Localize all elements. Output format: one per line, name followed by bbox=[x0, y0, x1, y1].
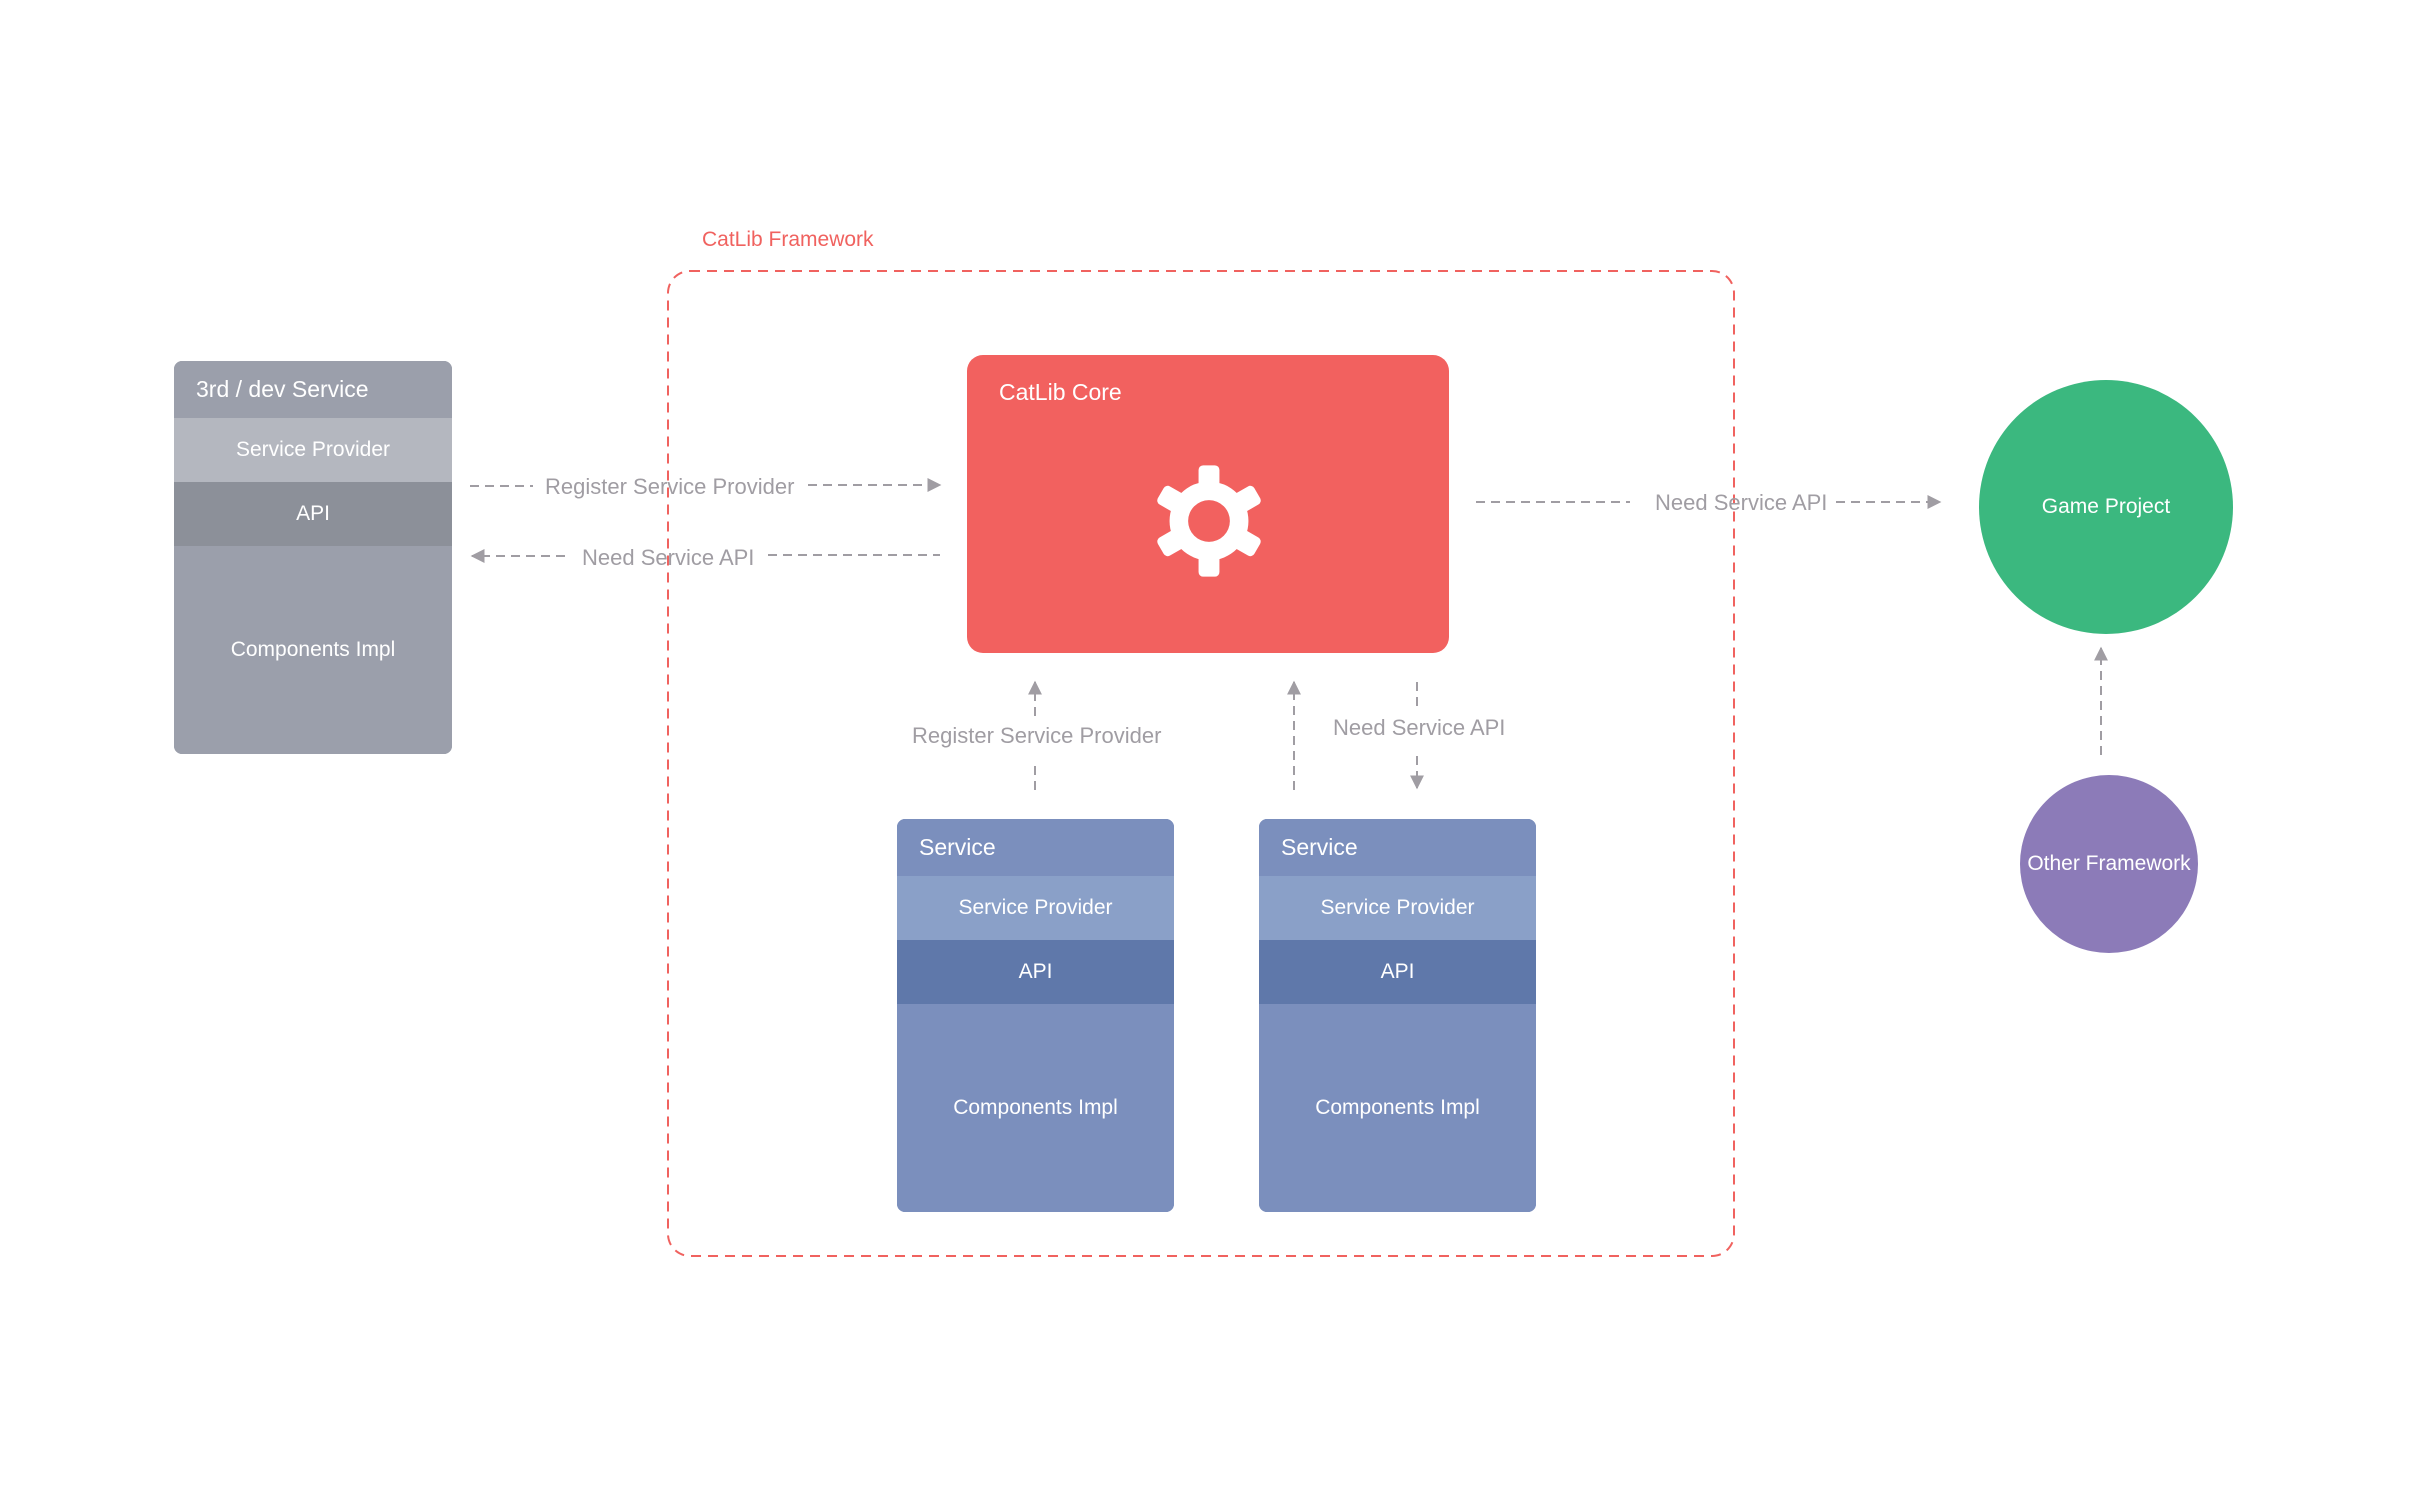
service-title: Service bbox=[1259, 819, 1536, 876]
framework-boundary bbox=[667, 270, 1735, 1257]
gear-icon bbox=[1157, 465, 1261, 577]
arrow-ext-register bbox=[470, 478, 942, 492]
arrow-label-ext-register: Register Service Provider bbox=[545, 474, 795, 499]
external-service-title: 3rd / dev Service bbox=[174, 361, 452, 418]
game-project-label: Game Project bbox=[2041, 495, 2171, 518]
external-service-provider: Service Provider bbox=[174, 418, 452, 482]
arrow-label-svc-register: Register Service Provider bbox=[912, 723, 1162, 748]
service-impl: Components Impl bbox=[897, 1004, 1174, 1212]
core-title: CatLib Core bbox=[999, 379, 1122, 405]
external-service: 3rd / dev Service Service Provider API C… bbox=[174, 361, 452, 754]
other-framework-label: Other Framework bbox=[2027, 852, 2191, 875]
service-stack: Service Service Provider API Components … bbox=[897, 819, 1174, 1212]
external-service-impl: Components Impl bbox=[174, 546, 452, 754]
arrow-ext-need bbox=[470, 549, 940, 563]
service-title: Service bbox=[897, 819, 1174, 876]
other-framework-node: Other Framework bbox=[2020, 775, 2198, 953]
arrow-label-ext-need: Need Service API bbox=[582, 545, 755, 570]
service-stack: Service Service Provider API Components … bbox=[1259, 819, 1536, 1212]
arrow-label-svc-need: Need Service API bbox=[1333, 715, 1506, 740]
catlib-core: CatLib Core bbox=[967, 355, 1449, 653]
framework-title: CatLib Framework bbox=[702, 228, 874, 251]
game-project-node: Game Project bbox=[1979, 380, 2233, 634]
service-impl: Components Impl bbox=[1259, 1004, 1536, 1212]
arrow-label-game-need: Need Service API bbox=[1655, 490, 1828, 515]
external-service-api: API bbox=[174, 482, 452, 546]
service-api: API bbox=[897, 940, 1174, 1004]
service-api: API bbox=[1259, 940, 1536, 1004]
service-provider: Service Provider bbox=[1259, 876, 1536, 940]
service-provider: Service Provider bbox=[897, 876, 1174, 940]
